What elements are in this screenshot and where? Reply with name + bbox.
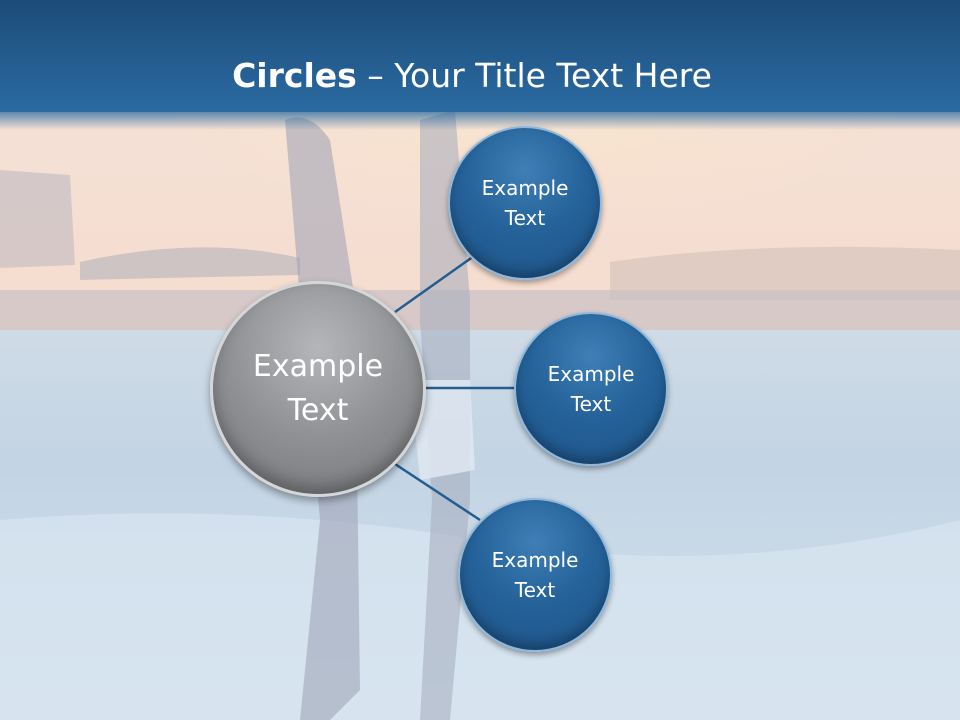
title-bar [0, 0, 960, 112]
title-rest-part: – Your Title Text Here [356, 56, 712, 95]
title-bar-fade [0, 108, 960, 130]
satellite-circle-bottom: Example Text [458, 498, 612, 652]
satellite-circle-middle: Example Text [514, 312, 668, 466]
slide-title: Circles – Your Title Text Here [0, 54, 944, 98]
center-circle-label: Example Text [252, 349, 384, 428]
satellite-circle-label: Example Text [491, 548, 579, 602]
satellite-circle-label: Example Text [481, 176, 569, 230]
center-circle: Example Text [210, 281, 426, 497]
connector-line-top [394, 254, 475, 314]
satellite-circle-label: Example Text [547, 362, 635, 416]
satellite-circle-top: Example Text [448, 126, 602, 280]
title-bold-part: Circles [232, 56, 357, 95]
connector-line-bottom [394, 462, 481, 522]
